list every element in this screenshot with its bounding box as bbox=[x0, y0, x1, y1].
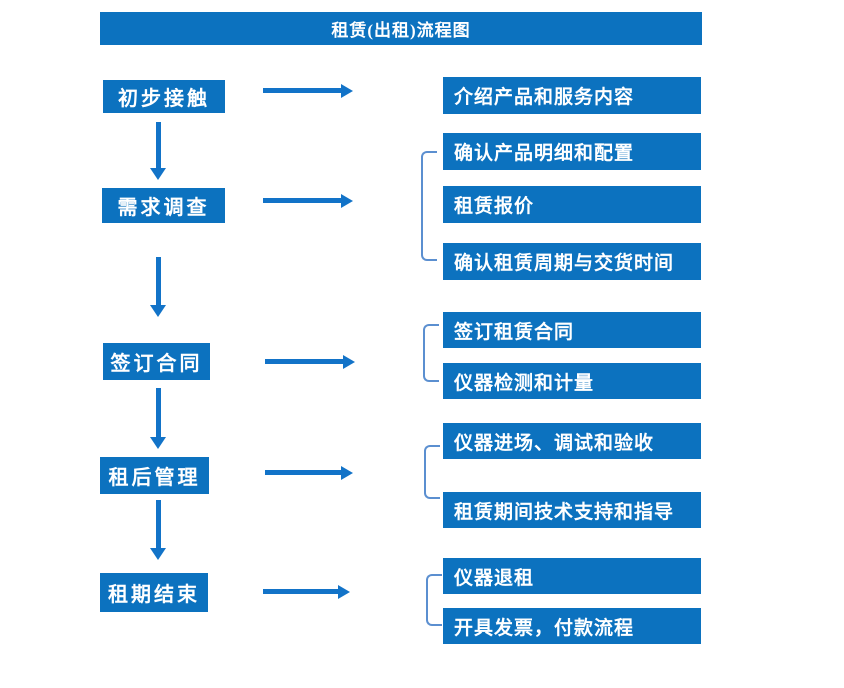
arrow-head bbox=[150, 168, 166, 180]
arrow-head bbox=[341, 194, 353, 208]
arrow-stem bbox=[263, 198, 342, 203]
arrow-head bbox=[150, 437, 166, 449]
page-title: 租赁(出租)流程图 bbox=[331, 21, 471, 40]
arrow-head bbox=[343, 355, 355, 369]
arrow-stem bbox=[263, 88, 342, 93]
arrow-head bbox=[150, 548, 166, 560]
step-confirm-rental-period: 确认租赁周期与交货时间 bbox=[443, 243, 701, 280]
step-rental-quotation: 租赁报价 bbox=[443, 186, 701, 223]
arrow-right-icon bbox=[263, 585, 350, 599]
step-introduce-products: 介绍产品和服务内容 bbox=[443, 77, 701, 114]
step-technical-support: 租赁期间技术支持和指导 bbox=[443, 492, 701, 528]
arrow-head bbox=[150, 305, 166, 317]
arrow-right-icon bbox=[265, 466, 353, 480]
arrow-stem bbox=[156, 388, 161, 438]
group-bracket bbox=[424, 445, 440, 499]
group-bracket bbox=[426, 574, 442, 626]
stage-rental-end: 租期结束 bbox=[100, 573, 208, 612]
step-invoice-payment: 开具发票，付款流程 bbox=[443, 608, 701, 644]
stage-post-rental-management: 租后管理 bbox=[100, 457, 209, 494]
arrow-down-icon bbox=[150, 257, 167, 317]
stage-initial-contact: 初步接触 bbox=[103, 80, 225, 113]
group-bracket bbox=[423, 324, 439, 382]
arrow-down-icon bbox=[150, 500, 167, 560]
arrow-stem bbox=[265, 470, 342, 475]
step-instrument-testing: 仪器检测和计量 bbox=[443, 363, 701, 399]
step-instrument-setup-acceptance: 仪器进场、调试和验收 bbox=[443, 423, 701, 459]
arrow-stem bbox=[263, 589, 339, 594]
arrow-head bbox=[341, 84, 353, 98]
step-sign-rental-contract: 签订租赁合同 bbox=[443, 312, 701, 348]
arrow-head bbox=[338, 585, 350, 599]
arrow-down-icon bbox=[150, 388, 167, 449]
stage-sign-contract: 签订合同 bbox=[103, 343, 210, 380]
arrow-down-icon bbox=[150, 122, 167, 180]
arrow-right-icon bbox=[263, 84, 353, 98]
arrow-stem bbox=[156, 122, 161, 169]
arrow-stem bbox=[156, 257, 161, 306]
arrow-right-icon bbox=[263, 194, 353, 208]
title-bar: 租赁(出租)流程图 bbox=[100, 12, 702, 45]
step-confirm-product-details: 确认产品明细和配置 bbox=[443, 133, 701, 170]
arrow-stem bbox=[156, 500, 161, 549]
group-bracket bbox=[421, 151, 437, 261]
stage-needs-survey: 需求调查 bbox=[102, 188, 225, 223]
arrow-stem bbox=[265, 359, 344, 364]
arrow-head bbox=[341, 466, 353, 480]
arrow-right-icon bbox=[265, 355, 355, 369]
step-instrument-return: 仪器退租 bbox=[443, 558, 701, 594]
